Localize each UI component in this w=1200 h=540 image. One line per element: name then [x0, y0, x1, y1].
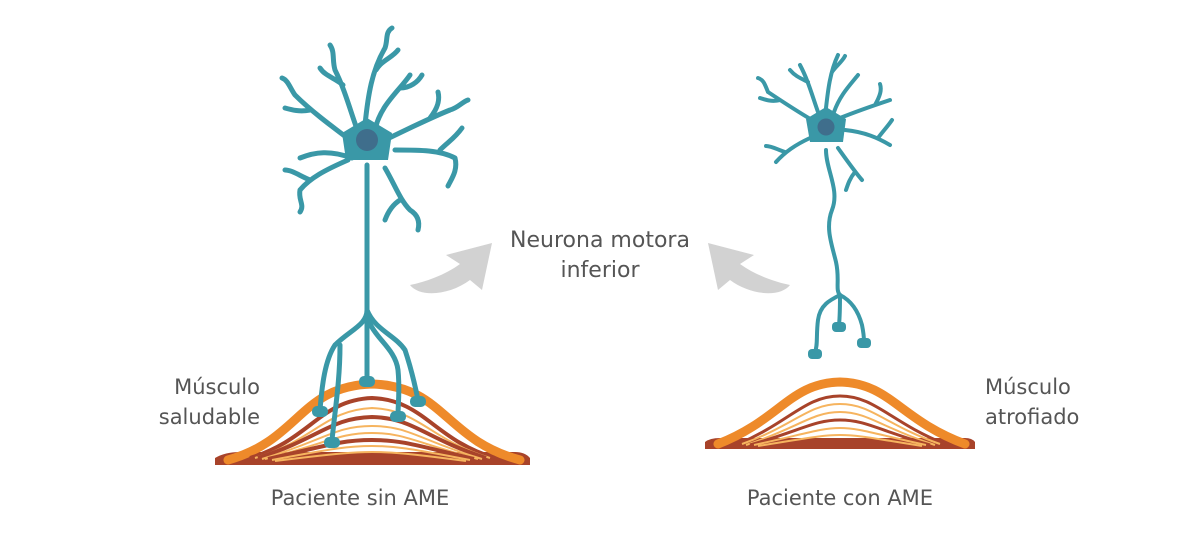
lower-motor-neuron-label: Neurona motora inferior [480, 226, 720, 286]
healthy-muscle-label-line1: Músculo [174, 375, 260, 399]
patient-with-sma-caption: Paciente con AME [746, 486, 934, 510]
center-label-line1: Neurona motora [510, 228, 690, 253]
healthy-muscle-label: Músculo saludable [100, 372, 260, 432]
left-pointer-arrow [410, 243, 492, 294]
healthy-neuron [279, 25, 471, 443]
healthy-muscle [215, 379, 530, 465]
right-pointer-arrow [708, 243, 790, 294]
center-label-line2: inferior [560, 258, 640, 283]
atrophied-neuron [756, 53, 894, 354]
atrophied-terminals [808, 322, 871, 359]
atrophied-muscle-label-line1: Músculo [985, 375, 1071, 399]
healthy-terminals [312, 376, 426, 448]
healthy-muscle-label-line2: saludable [158, 405, 260, 429]
atrophied-neuron-soma [806, 107, 846, 142]
atrophied-muscle-label: Músculo atrofiado [985, 372, 1125, 432]
healthy-neuron-soma [342, 118, 392, 160]
atrophied-muscle [705, 377, 975, 449]
atrophied-muscle-label-line2: atrofiado [985, 405, 1080, 429]
patient-without-sma-caption: Paciente sin AME [270, 486, 450, 510]
